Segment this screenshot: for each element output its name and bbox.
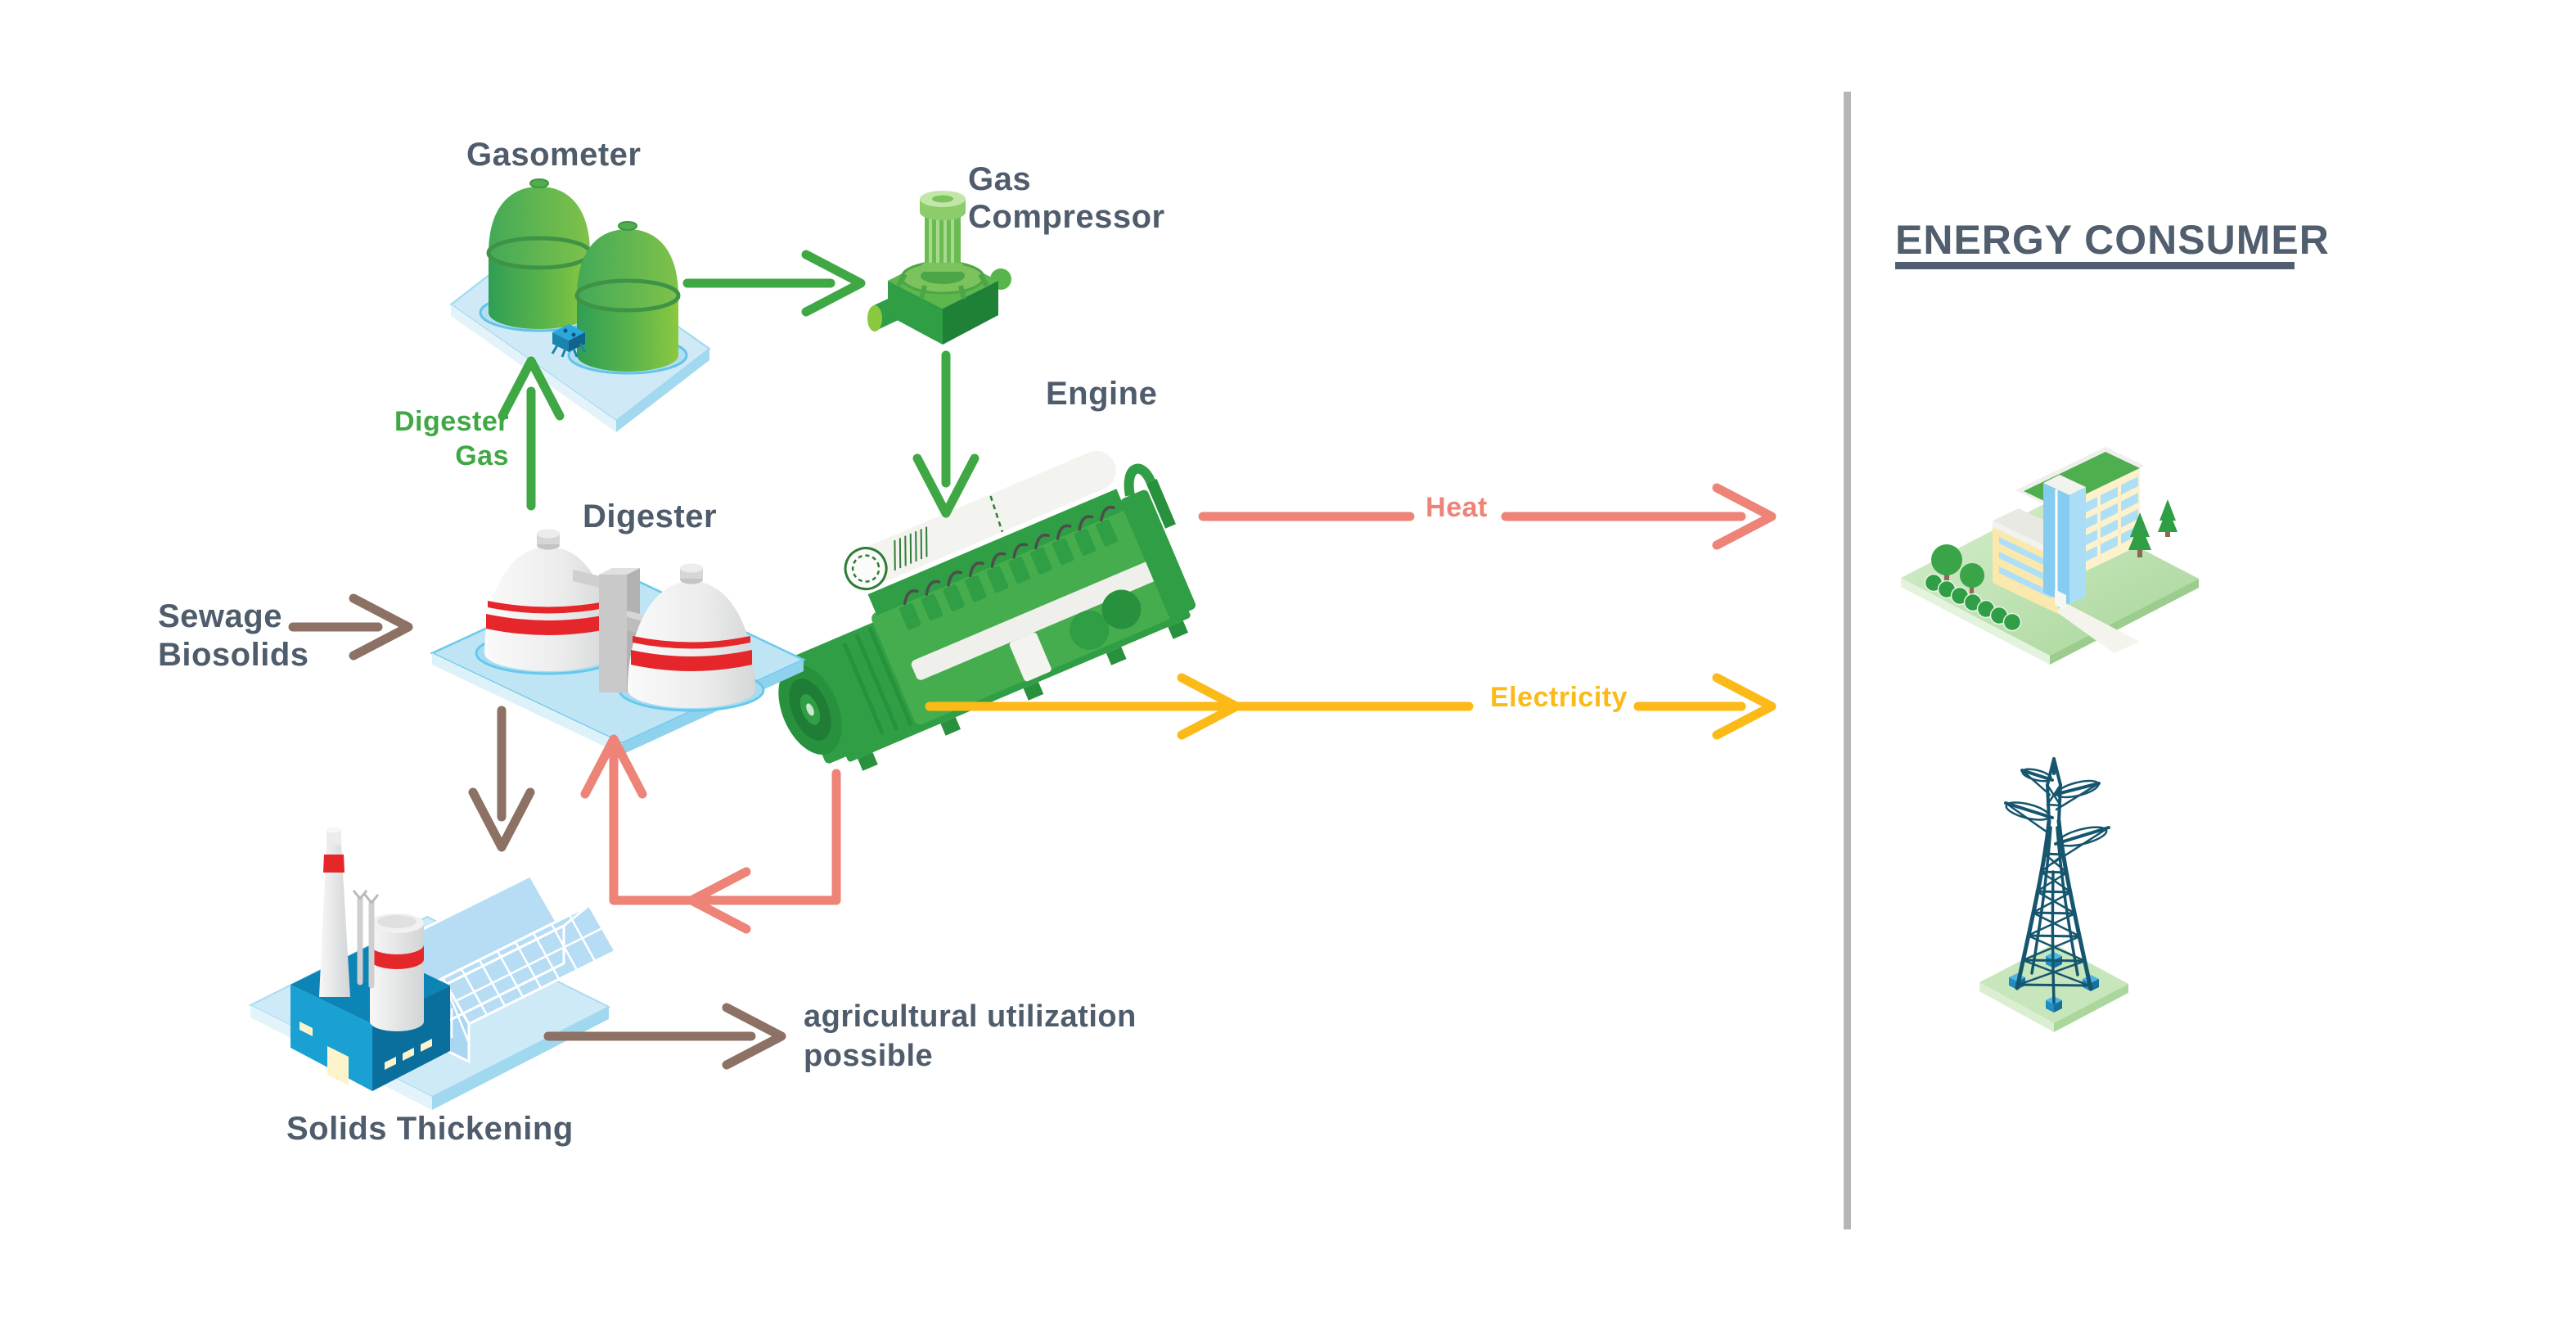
- chimney: [319, 827, 350, 997]
- arrow-heat: [1198, 483, 1777, 550]
- arrow-digester-to-solids: [468, 706, 535, 852]
- arrow-solids-to-agricultural: [543, 1003, 786, 1070]
- gas-compressor-label: Gas Compressor: [968, 161, 1165, 235]
- storage-tank: [370, 913, 424, 1031]
- valve-icon: [551, 324, 587, 358]
- agricultural-utilization-label: agricultural utilization possible: [804, 999, 1137, 1073]
- arrow-digester-to-gasometer: [498, 356, 565, 511]
- heat-label: Heat: [1425, 492, 1488, 523]
- gas-compressor-icon: [867, 191, 1011, 345]
- electricity-label: Electricity: [1489, 682, 1628, 713]
- office-building-icon: [1901, 447, 2199, 665]
- digester-label: Digester: [583, 498, 718, 534]
- engine-icon: [778, 451, 1196, 771]
- transmission-tower-icon: [1979, 757, 2128, 1032]
- greenhouse: [416, 904, 618, 1064]
- digester-icon: [430, 529, 806, 755]
- arrow-compressor-to-engine: [912, 350, 980, 518]
- arrow-heat-return: [580, 734, 841, 934]
- solids-thickening-label: Solids Thickening: [286, 1111, 574, 1147]
- energy-consumer-underline: [1895, 262, 2295, 269]
- arrow-sewage-to-digester: [288, 593, 413, 661]
- arrow-gasometer-to-compressor: [682, 250, 866, 317]
- engine-label: Engine: [1046, 376, 1158, 412]
- arrow-electricity: [925, 673, 1777, 740]
- section-divider: [1844, 92, 1851, 1229]
- gasometer-label: Gasometer: [466, 137, 642, 173]
- sewage-biosolids-label: Sewage Biosolids: [158, 598, 309, 673]
- energy-consumer-heading: ENERGY CONSUMER: [1895, 217, 2330, 263]
- digester-gas-label: Digester Gas: [394, 406, 509, 471]
